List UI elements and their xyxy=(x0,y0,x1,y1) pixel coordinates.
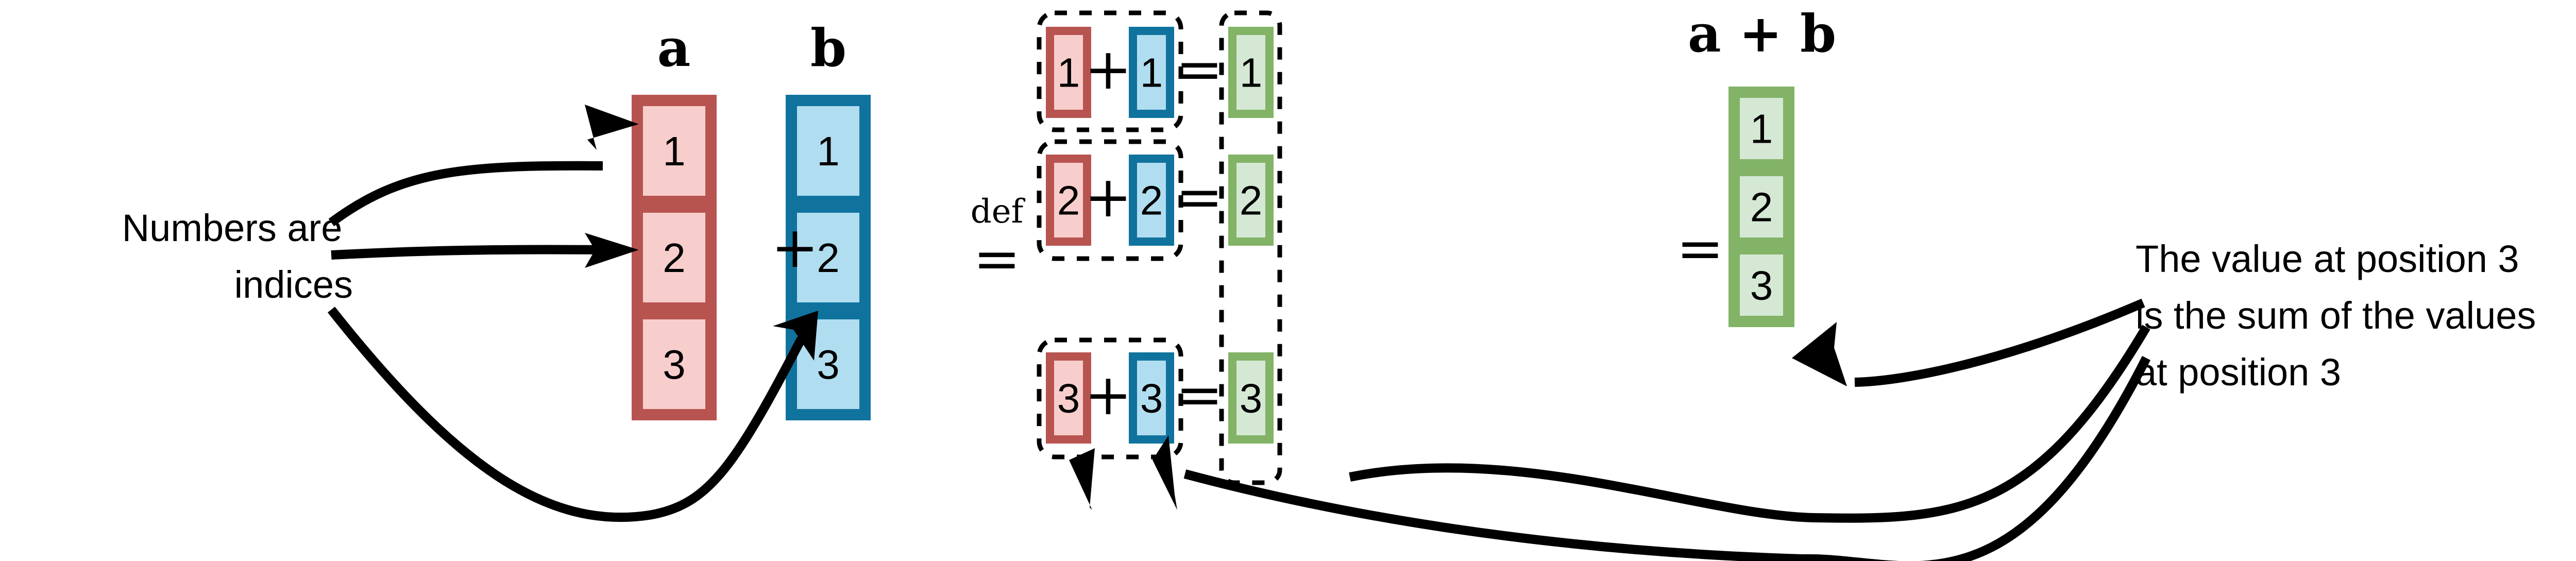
annotation-left-line-1: Numbers are xyxy=(122,207,343,249)
vector-sum-cell-1: 1 xyxy=(1728,87,1794,171)
row-3: 3+3=3 xyxy=(1037,337,1274,460)
arrow-to-sum3 xyxy=(1854,298,2145,387)
vector-b-cell-1-box xyxy=(786,95,871,207)
row-3-result: 3 xyxy=(1228,352,1274,444)
row-1: 1+1=1 xyxy=(1037,10,1274,132)
arrow-to-row3-a xyxy=(1183,355,2151,561)
vector-sum-column: 1 2 3 xyxy=(1728,87,1794,327)
vector-b-cell-1-value: 1 xyxy=(817,128,840,174)
annotation-left: Numbers are indices xyxy=(122,207,353,306)
annotation-right-line-3: at position 3 xyxy=(2136,351,2341,394)
row-2-b-box xyxy=(1129,155,1174,246)
arrowhead-row3-b-icon xyxy=(1153,435,1177,510)
vector-sum-cell-2-box xyxy=(1728,165,1794,249)
row-3-result-box xyxy=(1228,352,1274,444)
annotation-left-line-2: indices xyxy=(234,263,353,306)
row-1-b-box xyxy=(1129,27,1174,118)
row-2-a-box xyxy=(1046,155,1091,246)
vector-sum-cell-2-value: 2 xyxy=(1750,184,1773,230)
row-3-a-box xyxy=(1046,352,1091,444)
row-2-a-value: 2 xyxy=(1057,178,1080,224)
row-2-result-box xyxy=(1228,155,1274,246)
row-3-b-box xyxy=(1129,352,1174,444)
vector-sum-cell-3-value: 3 xyxy=(1750,263,1773,309)
row-1-b-value: 1 xyxy=(1140,50,1163,96)
label-vector-a: a xyxy=(657,18,691,78)
row-2-dashed-group xyxy=(1037,139,1183,261)
vector-a-cell-2: 2 xyxy=(632,201,717,314)
arrowhead-b3-icon xyxy=(773,311,818,361)
arrowhead-row3-a-icon xyxy=(1069,448,1095,510)
arrow-to-row3-b xyxy=(1349,325,2150,523)
row-2: 2+2=2 xyxy=(1037,139,1274,261)
row-1-result-box xyxy=(1228,27,1274,118)
annotation-right-line-1: The value at position 3 xyxy=(2136,237,2519,280)
row-1-b: 1 xyxy=(1129,27,1174,118)
row-3-equals: = xyxy=(1176,362,1223,428)
vector-b-column: 1 2 3 xyxy=(786,95,871,420)
arrow-to-a1 xyxy=(328,161,603,227)
equals-def: = xyxy=(973,226,1021,292)
vector-sum-cell-1-value: 1 xyxy=(1750,106,1773,152)
vector-sum-cell-3: 3 xyxy=(1728,243,1794,327)
vector-a-cell-3-box xyxy=(632,308,717,420)
vector-a-cell-2-value: 2 xyxy=(663,235,686,281)
label-vector-b: b xyxy=(810,18,846,78)
def-label: def xyxy=(971,193,1026,231)
vector-a-cell-1: 1 xyxy=(632,95,717,207)
label-vector-sum: a + b xyxy=(1688,3,1836,64)
annotation-right: The value at position 3 is the sum of th… xyxy=(2136,237,2547,394)
vector-a-column: 1 2 3 xyxy=(632,95,717,420)
right-arrows xyxy=(1069,298,2151,561)
vector-b-cell-2-value: 2 xyxy=(817,235,840,281)
row-2-equals: = xyxy=(1176,164,1223,230)
equals-sum: = xyxy=(1676,215,1724,281)
row-equations: 1+1=12+2=23+3=3 xyxy=(1037,10,1274,460)
row-1-a-value: 1 xyxy=(1057,50,1080,96)
row-3-a-value: 3 xyxy=(1057,376,1080,421)
row-3-b-value: 3 xyxy=(1140,376,1163,421)
row-1-result: 1 xyxy=(1228,27,1274,118)
row-3-plus: + xyxy=(1084,362,1132,428)
row-1-dashed-group xyxy=(1037,10,1183,132)
row-2-result: 2 xyxy=(1228,155,1274,246)
row-1-result-value: 1 xyxy=(1240,50,1263,96)
left-arrows xyxy=(327,105,818,522)
row-1-plus: + xyxy=(1084,36,1132,102)
row-2-plus: + xyxy=(1084,164,1132,230)
row-1-a: 1 xyxy=(1046,27,1091,118)
row-3-dashed-group xyxy=(1037,337,1183,460)
plus-sign-ab: + xyxy=(771,214,819,280)
vector-a-cell-3-value: 3 xyxy=(663,342,686,387)
vector-a-cell-1-value: 1 xyxy=(663,128,686,174)
arrow-to-b3 xyxy=(327,307,816,522)
result-dashed-group xyxy=(1219,10,1282,485)
vector-sum-cell-2: 2 xyxy=(1728,165,1794,249)
vector-b-cell-3-value: 3 xyxy=(817,342,840,387)
annotation-right-line-2: is the sum of the values xyxy=(2136,294,2536,337)
arrowhead-a2-icon xyxy=(585,233,639,268)
row-2-b-value: 2 xyxy=(1140,178,1163,224)
row-2-a: 2 xyxy=(1046,155,1091,246)
row-3-result-value: 3 xyxy=(1240,376,1263,421)
row-2-result-value: 2 xyxy=(1240,178,1263,224)
vector-b-cell-1: 1 xyxy=(786,95,871,207)
vector-a-cell-3: 3 xyxy=(632,308,717,420)
row-1-equals: = xyxy=(1176,36,1223,102)
arrowhead-a1-icon xyxy=(585,105,639,150)
vector-sum-cell-3-box xyxy=(1728,243,1794,327)
row-1-a-box xyxy=(1046,27,1091,118)
row-3-a: 3 xyxy=(1046,352,1091,444)
arrow-to-a2 xyxy=(331,245,603,260)
row-3-b: 3 xyxy=(1129,352,1174,444)
arrowhead-sum3-icon xyxy=(1792,322,1847,386)
row-2-b: 2 xyxy=(1129,155,1174,246)
